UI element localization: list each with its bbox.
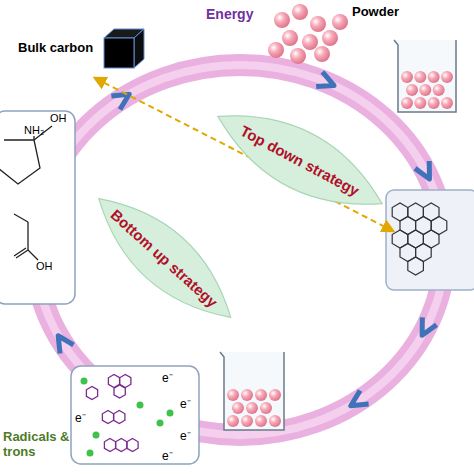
node-label: Bulk carbon	[18, 40, 93, 55]
electron-label: e⁻	[180, 427, 191, 444]
node-label: OH	[50, 112, 67, 124]
electron-label: e⁻	[180, 395, 191, 412]
dashed-link-arrow	[95, 78, 393, 231]
powder-spheres	[268, 4, 348, 64]
graphene-panel	[386, 190, 474, 290]
powder-label: Powder	[350, 4, 401, 19]
electron-label: e⁻	[75, 409, 86, 426]
electron-label: e⁻	[162, 369, 173, 386]
bulk-carbon-node: Bulk carbon	[18, 26, 143, 74]
strategy-label: Bottom up strategy	[108, 206, 222, 311]
radical-box-art	[70, 365, 200, 465]
strategy-leaf: Bottom up strategy	[78, 176, 252, 341]
node-label: NH₂	[24, 124, 44, 136]
electron-label: e⁻	[162, 447, 173, 464]
precursor-molecule-box: NH₂ OH OH	[0, 110, 76, 305]
node-label: Radicals & trons	[3, 429, 77, 459]
energy-label: Energy	[204, 6, 255, 22]
precursor-molecule-box-art	[0, 110, 76, 305]
radical-box: e⁻e⁻e⁻e⁻e⁻Radicals & trons	[70, 365, 200, 465]
node-label: OH	[36, 260, 53, 272]
